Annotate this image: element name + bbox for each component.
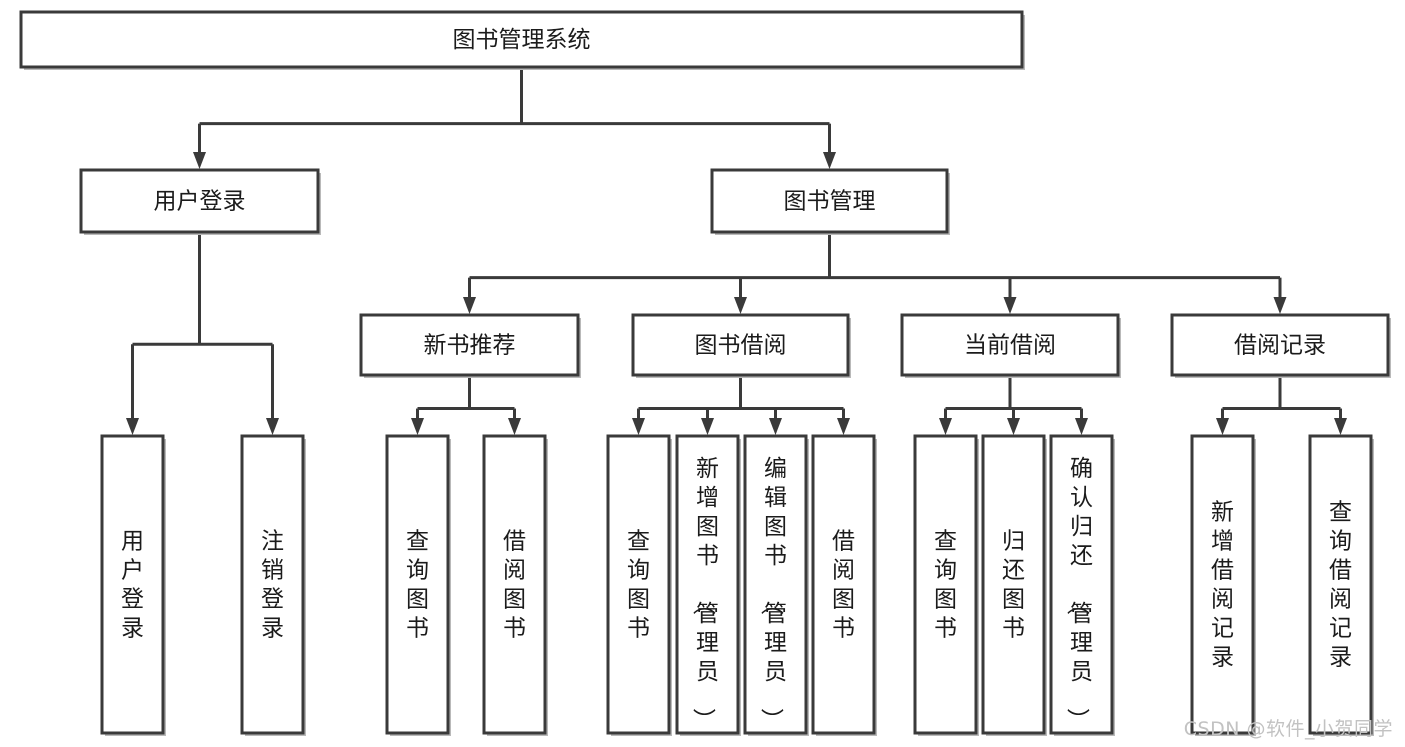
node-label: 借阅记录 [1234, 333, 1326, 359]
node-leaf-add-record[interactable]: 新增借阅记录 [1190, 434, 1256, 736]
node-box[interactable] [981, 434, 1046, 735]
node-label: 借阅图书 [503, 529, 526, 642]
arrow-head-icon [939, 418, 952, 435]
node-label: 图书借阅 [695, 333, 787, 359]
node-box[interactable] [631, 313, 850, 377]
edge-group-root [193, 67, 836, 169]
node-label: 新书推荐 [424, 333, 516, 359]
node-user-login[interactable]: 用户登录 [79, 168, 321, 235]
node-leaf-confirm-return[interactable]: 确认归还（管理员） [1049, 434, 1115, 736]
arrow-head-icon [632, 418, 645, 435]
node-label: 注销登录 [261, 529, 284, 642]
node-leaf-return-book[interactable]: 归还图书 [981, 434, 1047, 736]
node-leaf-query-book-3[interactable]: 查询图书 [913, 434, 979, 736]
node-label: 查询图书 [934, 529, 957, 642]
node-box[interactable] [1190, 434, 1255, 735]
arrow-head-icon [769, 418, 782, 435]
node-leaf-borrow-book-2[interactable]: 借阅图书 [811, 434, 877, 736]
node-leaf-edit-book[interactable]: 编辑图书（管理员） [743, 434, 809, 736]
node-label: 查询图书 [406, 529, 429, 642]
edge-group-borrow-record [1216, 375, 1347, 435]
node-label: 查询图书 [627, 529, 650, 642]
node-box[interactable] [482, 434, 547, 735]
node-box[interactable] [710, 168, 949, 234]
node-label: 当前借阅 [964, 333, 1056, 359]
node-new-book-recommend[interactable]: 新书推荐 [359, 313, 581, 378]
node-label: 借阅图书 [832, 529, 855, 642]
node-leaf-query-record[interactable]: 查询借阅记录 [1308, 434, 1374, 736]
nodes-layer: 图书管理系统用户登录图书管理新书推荐图书借阅当前借阅借阅记录用户登录注销登录查询… [19, 10, 1391, 736]
watermark-text: CSDN @软件_小贺同学 [1183, 718, 1393, 740]
arrow-head-icon [1273, 297, 1287, 314]
node-leaf-borrow-book-1[interactable]: 借阅图书 [482, 434, 548, 736]
arrow-head-icon [1007, 418, 1020, 435]
arrow-head-icon [837, 418, 850, 435]
node-label: 用户登录 [154, 189, 246, 215]
node-book-borrow[interactable]: 图书借阅 [631, 313, 851, 378]
node-label: 用户登录 [121, 529, 144, 642]
node-leaf-user-login[interactable]: 用户登录 [100, 434, 166, 736]
node-current-borrow[interactable]: 当前借阅 [900, 313, 1121, 378]
node-root[interactable]: 图书管理系统 [19, 10, 1025, 70]
node-box[interactable] [1308, 434, 1373, 735]
node-label: 新增借阅记录 [1211, 500, 1234, 671]
node-leaf-query-book-1[interactable]: 查询图书 [385, 434, 451, 736]
arrow-head-icon [734, 297, 747, 314]
node-box[interactable] [913, 434, 978, 735]
arrow-head-icon [701, 418, 714, 435]
arrow-head-icon [823, 152, 836, 169]
node-box[interactable] [606, 434, 671, 735]
arrow-head-icon [266, 418, 279, 435]
edge-group-book-manage [463, 232, 1287, 314]
edge-group-new-book-recommend [411, 375, 521, 435]
node-label: 新增图书（管理员） [690, 456, 719, 731]
node-box[interactable] [79, 168, 320, 234]
arrow-head-icon [508, 418, 521, 435]
node-label: 图书管理 [784, 189, 876, 215]
arrow-head-icon [411, 418, 424, 435]
node-label: 编辑图书（管理员） [758, 456, 787, 731]
node-borrow-record[interactable]: 借阅记录 [1170, 313, 1391, 378]
node-label: 归还图书 [1002, 529, 1025, 642]
node-box[interactable] [100, 434, 165, 735]
node-box[interactable] [900, 313, 1120, 377]
edges-layer [126, 67, 1347, 435]
node-box[interactable] [240, 434, 305, 735]
node-box[interactable] [675, 434, 740, 735]
node-box[interactable] [19, 10, 1024, 69]
node-box[interactable] [1049, 434, 1114, 735]
node-box[interactable] [743, 434, 808, 735]
node-leaf-add-book[interactable]: 新增图书（管理员） [675, 434, 741, 736]
node-label: 图书管理系统 [453, 27, 591, 53]
node-leaf-query-book-2[interactable]: 查询图书 [606, 434, 672, 736]
arrow-head-icon [1003, 297, 1017, 314]
node-box[interactable] [385, 434, 450, 735]
arrow-head-icon [1334, 418, 1347, 435]
node-box[interactable] [1170, 313, 1390, 377]
node-label: 确认归还（管理员） [1064, 456, 1093, 731]
arrow-head-icon [193, 152, 206, 169]
arrow-head-icon [463, 297, 476, 314]
edge-group-user-login [126, 232, 279, 435]
arrow-head-icon [126, 418, 139, 435]
arrow-head-icon [1216, 418, 1229, 435]
node-box[interactable] [359, 313, 580, 377]
arrow-head-icon [1075, 418, 1088, 435]
edge-group-current-borrow [939, 375, 1088, 435]
node-book-manage[interactable]: 图书管理 [710, 168, 950, 235]
node-box[interactable] [811, 434, 876, 735]
node-label: 查询借阅记录 [1329, 500, 1352, 671]
edge-group-book-borrow [632, 375, 850, 435]
node-leaf-logout[interactable]: 注销登录 [240, 434, 306, 736]
